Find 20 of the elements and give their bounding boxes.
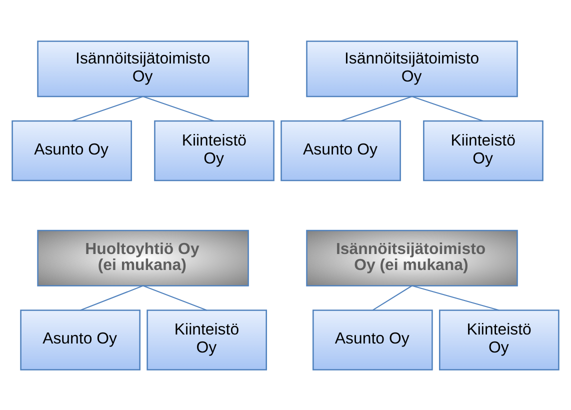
connector bbox=[372, 284, 412, 310]
node-box: Asunto Oy bbox=[280, 120, 401, 181]
connector bbox=[340, 96, 412, 121]
node-box: Kiinteistö Oy bbox=[423, 120, 544, 181]
connector bbox=[142, 284, 208, 310]
node-box: Isännöitsijätoimisto Oy bbox=[306, 40, 518, 97]
node-box: Huoltoyhtiö Oy (ei mukana) bbox=[37, 229, 249, 286]
node-box: Kiinteistö Oy bbox=[154, 120, 274, 181]
node-box: Isännöitsijätoimisto Oy (ei mukana) bbox=[306, 229, 518, 286]
connector bbox=[142, 96, 214, 121]
node-box: Asunto Oy bbox=[12, 120, 132, 181]
connector bbox=[80, 284, 144, 310]
node-box: Kiinteistö Oy bbox=[439, 309, 560, 370]
node-box: Kiinteistö Oy bbox=[146, 309, 267, 370]
connector bbox=[412, 284, 500, 310]
connector bbox=[412, 96, 484, 121]
connector bbox=[72, 96, 144, 121]
node-box: Asunto Oy bbox=[312, 309, 433, 370]
node-box: Isännöitsijätoimisto Oy bbox=[37, 40, 249, 97]
node-box: Asunto Oy bbox=[20, 309, 140, 370]
